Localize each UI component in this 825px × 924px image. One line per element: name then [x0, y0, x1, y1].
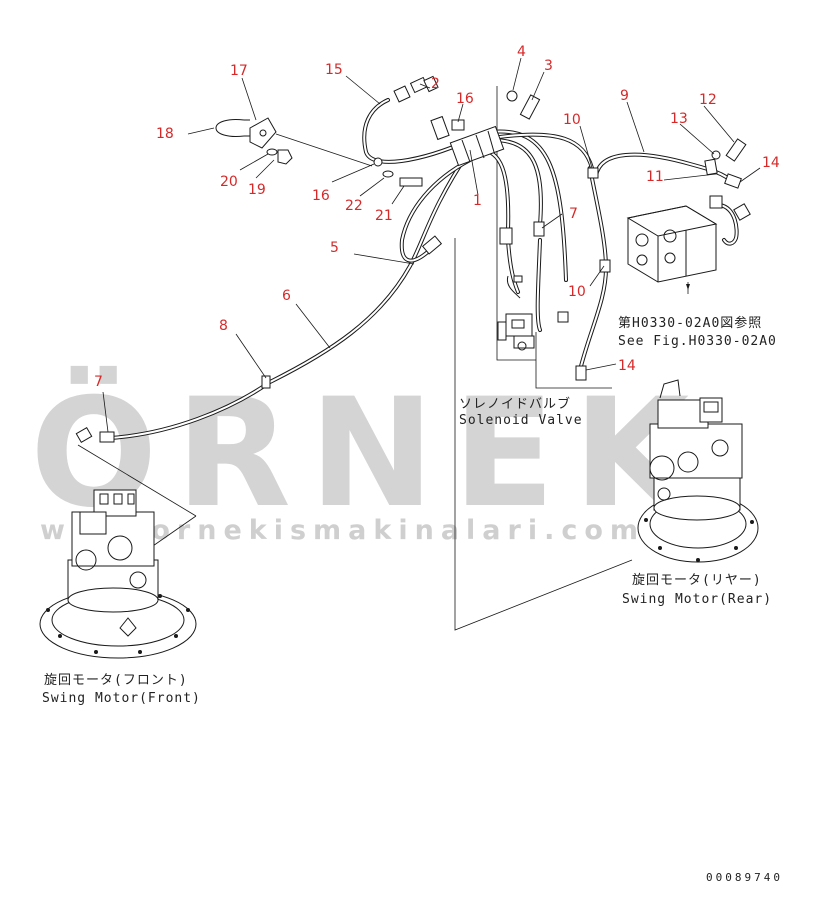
- callout-8: 8: [219, 318, 228, 334]
- washer-22: [382, 170, 394, 178]
- swing-motor-rear-label-jp: 旋回モータ(リヤー): [632, 573, 762, 588]
- callout-9: 9: [620, 88, 629, 104]
- callout-14b: 14: [618, 358, 636, 374]
- solenoid-valve-label-en: Solenoid Valve: [459, 413, 583, 428]
- washer-13: [711, 150, 721, 160]
- swing-motor-front-label-en: Swing Motor(Front): [42, 691, 201, 706]
- callout-19: 19: [248, 182, 266, 198]
- callout-2: 2: [431, 76, 440, 92]
- hose-clamp-1: [449, 125, 505, 167]
- valve-block: [626, 205, 718, 294]
- callout-14a: 14: [762, 155, 780, 171]
- swing-motor-front: [39, 489, 197, 659]
- callout-22: 22: [345, 198, 363, 214]
- callout-12: 12: [699, 92, 717, 108]
- fittings: [75, 75, 751, 444]
- swing-motor-front-label-jp: 旋回モータ(フロント): [44, 673, 188, 688]
- callout-10a: 10: [563, 112, 581, 128]
- callout-5: 5: [330, 240, 339, 256]
- bolt-12: [725, 138, 747, 162]
- bracket-17: [249, 117, 277, 149]
- clamp-11: [704, 158, 718, 176]
- washer-4: [506, 90, 518, 102]
- callout-7a: 7: [569, 206, 578, 222]
- callout-6: 6: [282, 288, 291, 304]
- solenoid-valve-label-jp: ソレノイドバルブ: [459, 396, 571, 412]
- swing-motor-rear: [637, 379, 759, 563]
- callout-21: 21: [375, 208, 393, 224]
- callout-11: 11: [646, 169, 664, 185]
- u-bolt-18: [215, 119, 245, 137]
- callout-17: 17: [230, 63, 248, 79]
- callout-20: 20: [220, 174, 238, 190]
- figure-number: 00089740: [706, 871, 783, 884]
- callout-15: 15: [325, 62, 343, 78]
- callout-4: 4: [517, 44, 526, 60]
- nut-19: [277, 149, 293, 165]
- washer-20: [266, 148, 278, 156]
- bolt-3: [519, 94, 541, 120]
- callouts: 1 2 3 4 5 6 7 7 8 9 10 10 11 12 13 14 14…: [94, 44, 780, 390]
- callout-18: 18: [156, 126, 174, 142]
- bolt-21: [399, 177, 423, 187]
- callout-3: 3: [544, 58, 553, 74]
- callout-1: 1: [473, 193, 482, 209]
- reference-label-jp: 第H0330-02A0図参照: [618, 315, 762, 331]
- swing-motor-rear-label-en: Swing Motor(Rear): [622, 592, 772, 607]
- reference-label-en: See Fig.H0330-02A0: [618, 334, 777, 349]
- bracket-assembly: [215, 117, 423, 187]
- callout-16a: 16: [456, 91, 474, 107]
- guide-lines: [77, 86, 633, 631]
- callout-10b: 10: [568, 284, 586, 300]
- captions: ソレノイドバルブ Solenoid Valve 第H0330-02A0図参照 S…: [42, 315, 783, 884]
- callout-13: 13: [670, 111, 688, 127]
- spacer-16: [430, 115, 450, 141]
- callout-16b: 16: [312, 188, 330, 204]
- callout-7b: 7: [94, 374, 103, 390]
- solenoid-valve: [497, 275, 569, 351]
- callout-leaders: [102, 57, 761, 433]
